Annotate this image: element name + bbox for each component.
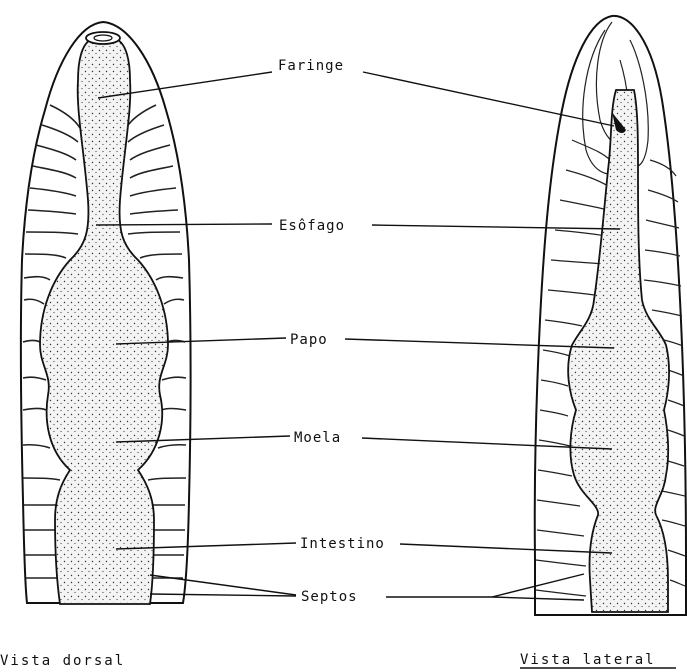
lateral-view-drawing bbox=[535, 16, 686, 615]
label-crop: Papo bbox=[290, 332, 328, 348]
caption-dorsal-view: Vista dorsal bbox=[0, 653, 125, 669]
dorsal-mouth bbox=[86, 32, 120, 44]
label-pharynx: Faringe bbox=[278, 58, 344, 74]
dorsal-view-drawing bbox=[21, 22, 191, 604]
label-esophagus: Esôfago bbox=[279, 218, 345, 234]
label-gizzard: Moela bbox=[294, 430, 341, 446]
label-septa: Septos bbox=[301, 589, 358, 605]
caption-lateral-view: Vista lateral bbox=[520, 652, 656, 668]
label-intestine: Intestino bbox=[300, 536, 385, 552]
